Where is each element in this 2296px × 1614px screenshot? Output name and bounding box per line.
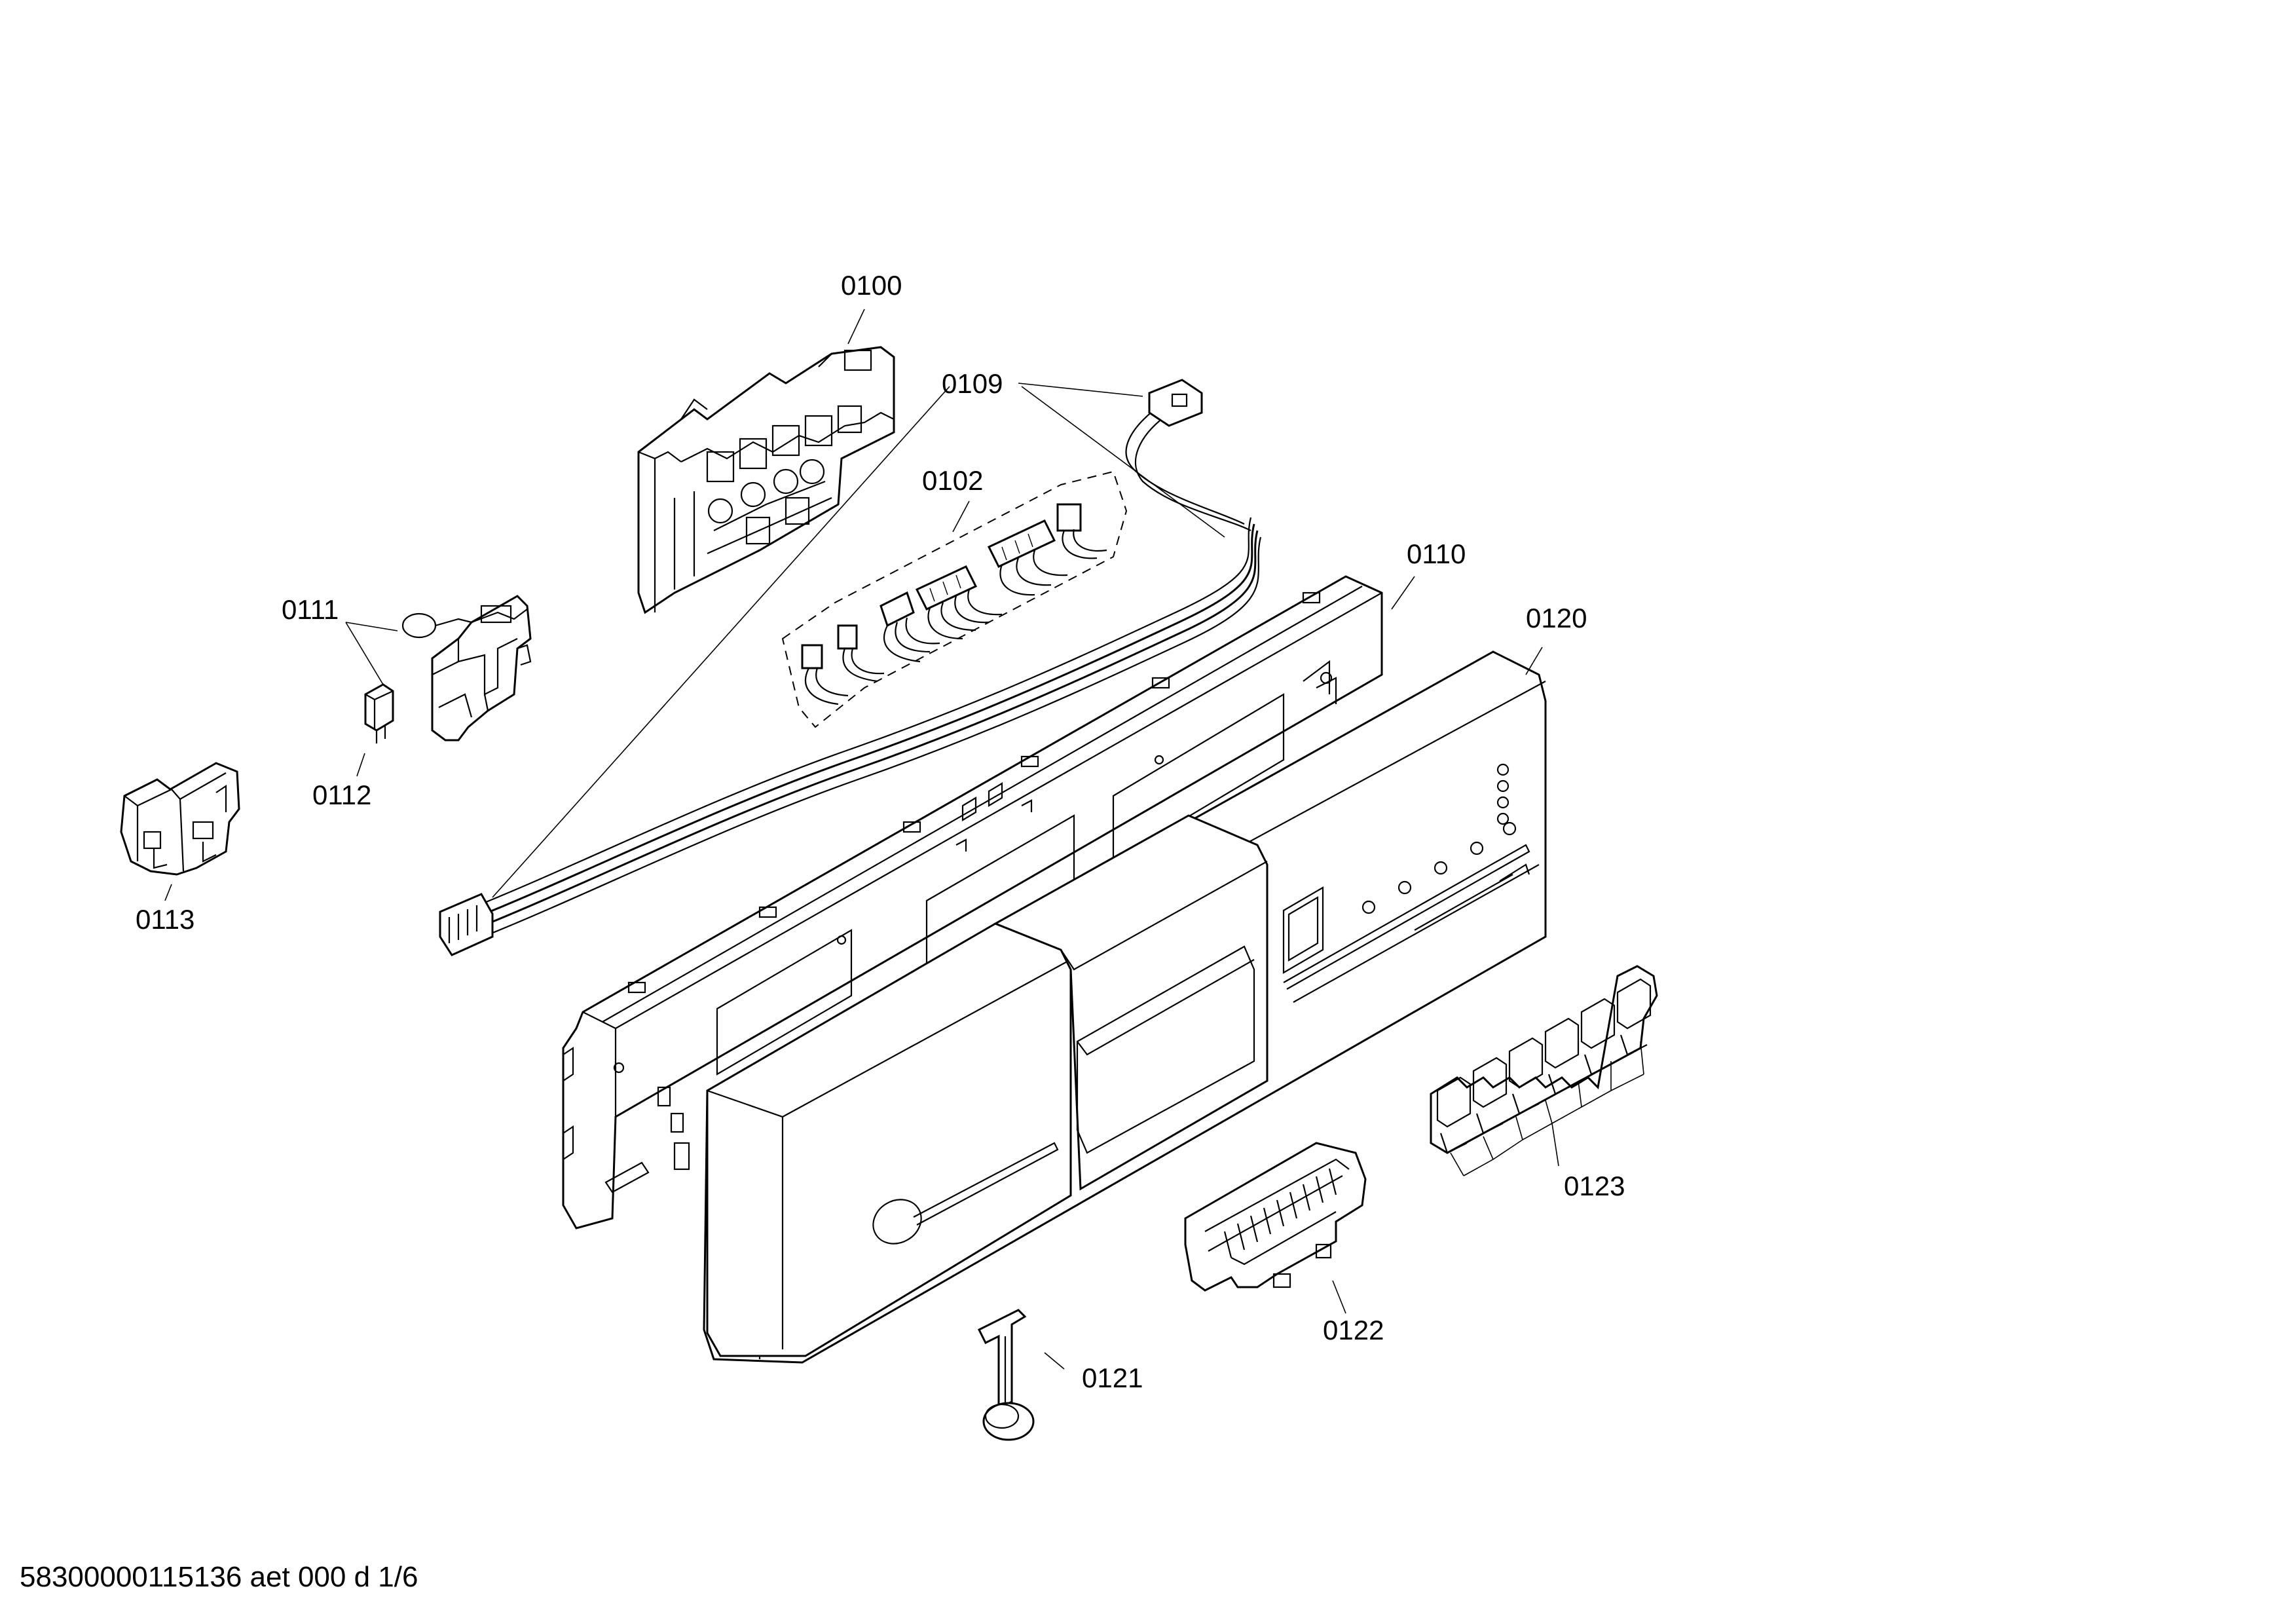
panel-frame-drawing — [562, 575, 1383, 1229]
callout-0112: 0112 — [312, 779, 371, 810]
switch-assembly-drawing — [401, 595, 532, 741]
callout-0109: 0109 — [942, 368, 1003, 399]
callout-0123: 0123 — [1564, 1171, 1625, 1201]
callout-0110: 0110 — [1407, 538, 1466, 569]
callout-0100: 0100 — [841, 270, 902, 301]
connector-group-drawing — [781, 470, 1128, 728]
document-id-footer: 58300000115136 aet 000 d 1/6 — [20, 1561, 418, 1593]
push-rod-drawing — [977, 1309, 1035, 1441]
callout-0122: 0122 — [1323, 1315, 1384, 1345]
callout-0121: 0121 — [1082, 1362, 1143, 1393]
front-fascia-drawing — [703, 650, 1547, 1364]
relay-component-drawing — [364, 683, 394, 743]
button-carrier-drawing — [1184, 1142, 1367, 1292]
callout-0102: 0102 — [922, 465, 983, 496]
callout-0113: 0113 — [136, 904, 194, 935]
key-buttons-drawing — [1430, 965, 1658, 1154]
callout-0120: 0120 — [1526, 603, 1587, 633]
control-module-drawing — [637, 346, 895, 614]
cable-harness-drawing — [439, 379, 1262, 956]
callout-0111: 0111 — [282, 594, 339, 625]
main-switch-drawing — [120, 762, 240, 876]
